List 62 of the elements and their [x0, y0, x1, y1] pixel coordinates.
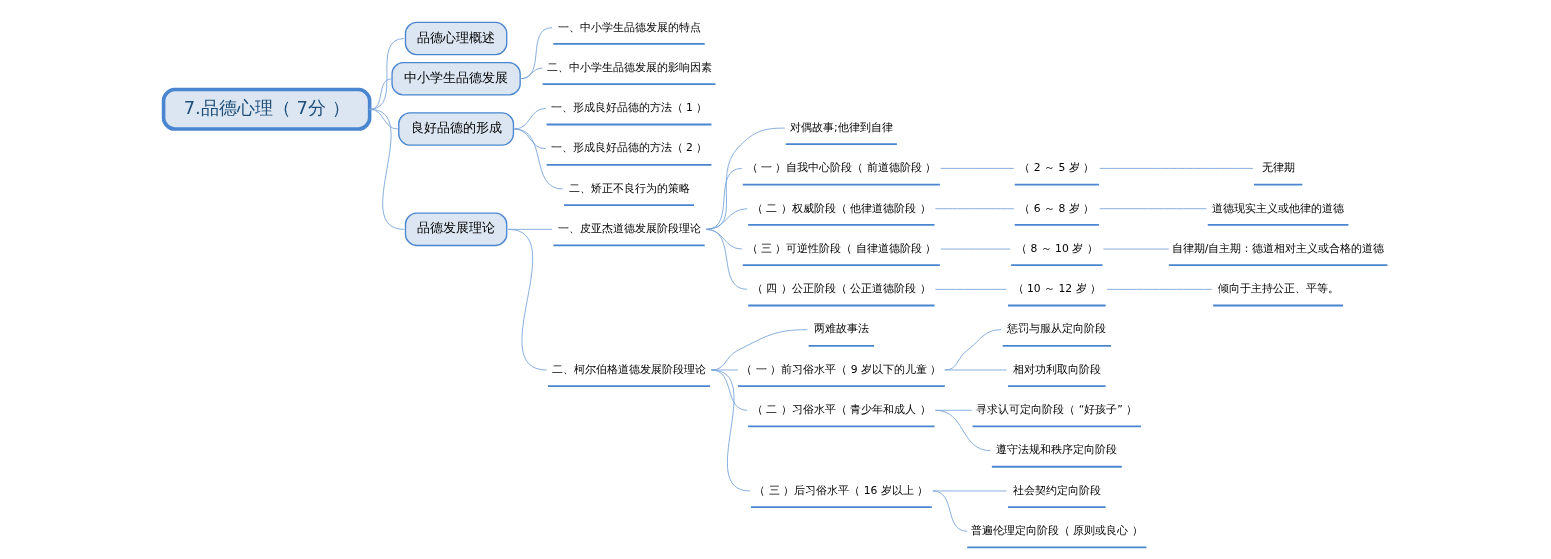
connector	[944, 369, 1008, 371]
node-text: （ 三 ）后习俗水平（ 16 岁以上 ）	[754, 483, 929, 497]
connector	[1102, 248, 1170, 250]
node-text: （ 二 ）权威阶段（ 他律道德阶段 ）	[752, 201, 931, 215]
node-text: （ 10 ～ 12 岁 ）	[1012, 282, 1102, 296]
node-text: 社会契约定向阶段	[1012, 483, 1101, 497]
connector	[507, 228, 548, 371]
node-text: （ 一 ）自我中心阶段（ 前道德阶段 ）	[746, 161, 937, 175]
connector	[932, 490, 1008, 492]
node-text: 无律期	[1261, 161, 1295, 175]
connector	[934, 409, 991, 452]
connector	[513, 128, 547, 150]
connector	[705, 127, 786, 230]
connector	[1099, 167, 1254, 169]
node-box: 品德发展理论	[404, 212, 508, 247]
connector	[711, 369, 751, 492]
node-box: 品德心理概述	[404, 21, 508, 56]
connector	[513, 128, 564, 190]
connector	[519, 27, 553, 80]
node-text: 惩罚与服从定向阶段	[1007, 322, 1107, 336]
node-text: 二、矫正不良行为的策略	[568, 181, 690, 195]
connector	[940, 248, 1011, 250]
node-text: （ 6 ～ 8 岁 ）	[1019, 201, 1095, 215]
connector	[369, 78, 393, 110]
node-box: 7.品德心理（ 7分 ）	[161, 87, 372, 131]
node-text: 遵守法规和秩序定向阶段	[996, 443, 1118, 457]
node-text: 寻求认可定向阶段（ “好孩子” ）	[976, 403, 1138, 417]
node-box: 良好品德的形成	[398, 112, 515, 146]
node-text: 对偶故事;他律到自律	[790, 120, 893, 134]
node-text: 一、形成良好品德的方法（ 2 ）	[550, 141, 708, 155]
connector	[934, 208, 1015, 210]
connector	[369, 108, 405, 230]
node-text: 道德现实主义或他律的道德	[1212, 201, 1345, 215]
node-text: 一、皮亚杰道德发展阶段理论	[557, 222, 701, 236]
node-text: （ 一 ）前习俗水平（ 9 岁以下的儿童 ）	[741, 362, 942, 376]
connector	[369, 38, 405, 110]
connector	[934, 288, 1008, 290]
node-text: 二、柯尔伯格道德发展阶段理论	[552, 362, 707, 376]
node-box: 中小学生品德发展	[391, 62, 521, 96]
node-text: （ 三 ）可逆性阶段（ 自律道德阶段 ）	[746, 241, 937, 255]
connector	[932, 490, 968, 532]
node-text: （ 8 ～ 10 岁 ）	[1016, 241, 1098, 255]
connector	[711, 369, 748, 411]
connector	[1099, 208, 1207, 210]
node-text: 相对功利取向阶段	[1012, 362, 1101, 376]
node-text: 倾向于主持公正、平等。	[1217, 282, 1339, 296]
node-text: 普遍伦理定向阶段（ 原则或良心 ）	[970, 524, 1143, 538]
node-text: 二、中小学生品德发展的影响因素	[546, 60, 712, 74]
node-text: 自律期/自主期：德道相对主义或合格的道德	[1171, 241, 1385, 255]
connector	[705, 167, 743, 230]
node-text: （ 四 ）公正阶段（ 公正道德阶段 ）	[752, 282, 931, 296]
node-text: 一、形成良好品德的方法（ 1 ）	[550, 101, 708, 115]
connector	[519, 67, 543, 80]
node-text: （ 2 ～ 5 岁 ）	[1019, 161, 1095, 175]
connector	[711, 329, 808, 371]
connector	[1106, 288, 1213, 290]
node-text: 一、中小学生品德发展的特点	[557, 20, 701, 34]
node-text: 两难故事法	[813, 322, 869, 336]
connector	[940, 167, 1015, 169]
connector	[705, 228, 748, 290]
connector	[711, 369, 739, 371]
node-text: （ 二 ）习俗水平（ 青少年和成人 ）	[752, 403, 931, 417]
